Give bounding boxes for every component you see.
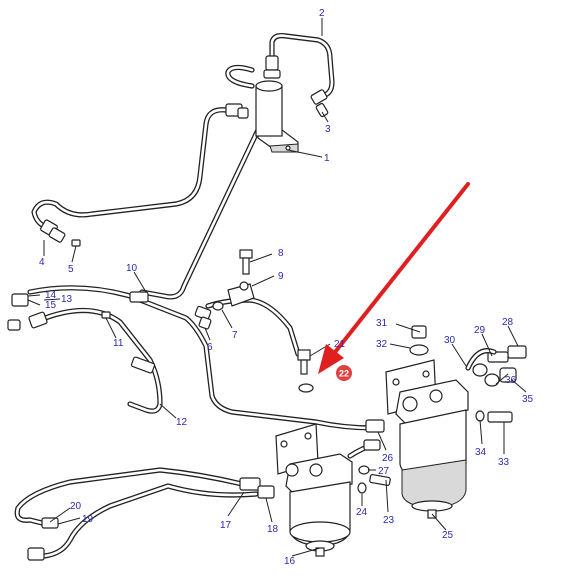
callout-9[interactable]: 9 xyxy=(278,271,284,282)
callout-10[interactable]: 10 xyxy=(126,263,138,274)
callout-11[interactable]: 11 xyxy=(113,338,124,349)
callout-17[interactable]: 17 xyxy=(220,520,232,531)
callout-8[interactable]: 8 xyxy=(278,248,284,259)
highlight-arrow xyxy=(318,182,470,374)
callout-30[interactable]: 30 xyxy=(444,335,456,346)
callout-22: 22 xyxy=(339,369,349,379)
part-22-highlight[interactable]: 22 xyxy=(336,365,352,381)
callout-2[interactable]: 2 xyxy=(319,8,325,19)
callout-labels: 1 2 3 4 5 6 7 8 9 10 11 12 13 14 15 16 1… xyxy=(39,8,534,567)
callout-24[interactable]: 24 xyxy=(356,507,368,518)
callout-20[interactable]: 20 xyxy=(70,501,82,512)
callout-29[interactable]: 29 xyxy=(474,325,486,336)
callout-27[interactable]: 27 xyxy=(378,466,390,477)
leader-lines xyxy=(27,18,527,557)
callout-35[interactable]: 35 xyxy=(522,394,534,405)
callout-36[interactable]: 36 xyxy=(505,375,517,386)
callout-32[interactable]: 32 xyxy=(376,339,388,350)
callout-1[interactable]: 1 xyxy=(324,153,330,164)
callout-7[interactable]: 7 xyxy=(232,330,238,341)
fuel-filter-left xyxy=(275,423,353,557)
callout-14[interactable]: 14 xyxy=(45,290,57,301)
callout-12[interactable]: 12 xyxy=(176,417,188,428)
callout-23[interactable]: 23 xyxy=(383,515,395,526)
callout-4[interactable]: 4 xyxy=(39,257,45,268)
callout-6[interactable]: 6 xyxy=(207,342,213,353)
callout-25[interactable]: 25 xyxy=(442,530,454,541)
callout-15[interactable]: 15 xyxy=(45,300,57,311)
callout-3[interactable]: 3 xyxy=(325,124,331,135)
callout-16[interactable]: 16 xyxy=(284,556,296,567)
fuel-pipes xyxy=(14,33,379,559)
callout-33[interactable]: 33 xyxy=(498,457,510,468)
fittings xyxy=(7,55,527,561)
mounting-bracket xyxy=(255,80,299,153)
callout-18[interactable]: 18 xyxy=(267,524,279,535)
callout-28[interactable]: 28 xyxy=(502,317,514,328)
callout-13[interactable]: 13 xyxy=(61,294,73,305)
callout-5[interactable]: 5 xyxy=(68,264,74,275)
callout-21[interactable]: 21 xyxy=(334,339,346,350)
callout-26[interactable]: 26 xyxy=(382,453,394,464)
callout-31[interactable]: 31 xyxy=(376,318,388,329)
fuel-filter-right xyxy=(385,359,469,519)
callout-34[interactable]: 34 xyxy=(475,447,487,458)
highlight-badge xyxy=(336,365,352,381)
callout-19[interactable]: 19 xyxy=(82,514,94,525)
